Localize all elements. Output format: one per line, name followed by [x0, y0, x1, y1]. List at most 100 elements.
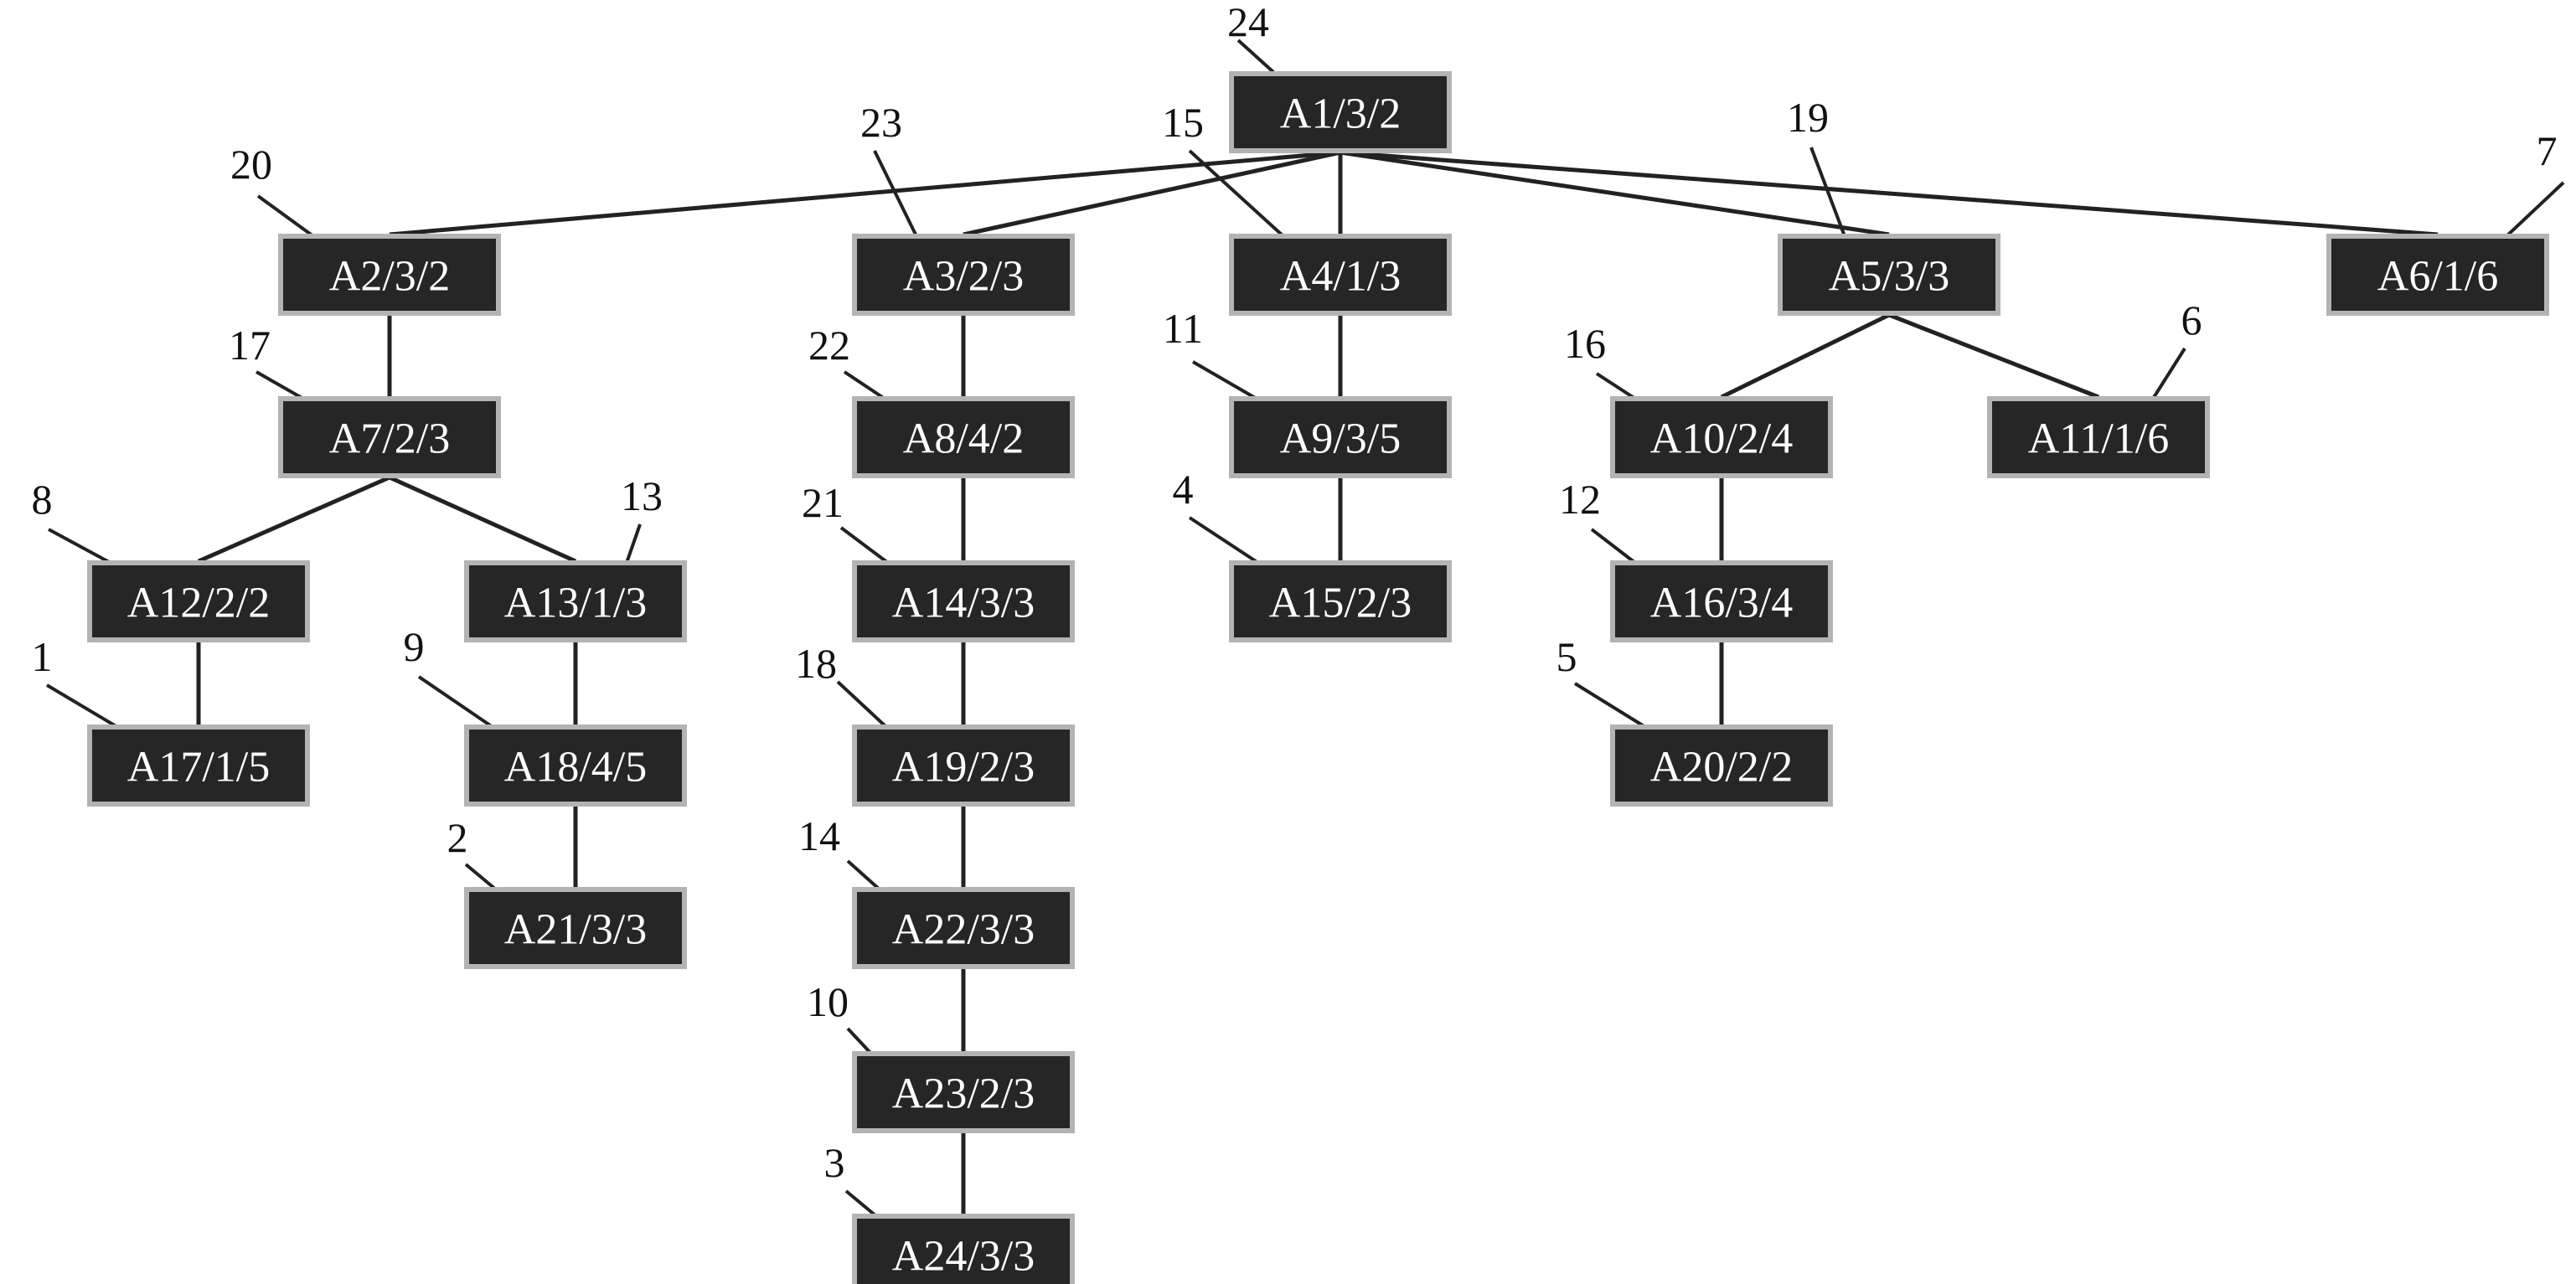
- edge-a1-a3: [963, 150, 1341, 237]
- node-label-a7: A7/2/3: [329, 415, 450, 463]
- node-label-a11: A11/1/6: [2028, 415, 2170, 463]
- leader-line-a22: [846, 859, 881, 891]
- order-label-a3: 23: [860, 99, 902, 146]
- node-a3: A3/2/3: [852, 234, 1075, 316]
- edge-a1-a5: [1340, 150, 1890, 237]
- node-box-a18: [464, 725, 687, 807]
- order-label-a17: 1: [32, 633, 53, 680]
- leader-line-a10: [1595, 372, 1637, 400]
- node-label-a9: A9/3/5: [1280, 415, 1401, 463]
- node-label-a24: A24/3/3: [892, 1233, 1035, 1281]
- order-label-a9: 11: [1163, 305, 1203, 352]
- leader-line-a24: [844, 1189, 878, 1218]
- order-label-a19: 18: [795, 640, 837, 687]
- leader-line-a1: [1236, 39, 1275, 74]
- leaders-layer: [45, 39, 2565, 1218]
- order-label-a24: 3: [824, 1139, 845, 1186]
- nodes-layer: A1/3/2A2/3/2 A3/2/3 A4/1/3 A5/3/3 A6/1/6A7/2…: [87, 71, 2549, 1284]
- order-label-a5: 19: [1787, 94, 1829, 141]
- node-box-a16: [1610, 560, 1833, 642]
- order-label-a11: 6: [2181, 297, 2202, 343]
- order-label-a20: 5: [1556, 633, 1577, 680]
- node-label-a2: A2/3/2: [329, 253, 450, 301]
- node-label-a22: A22/3/3: [892, 906, 1035, 954]
- edge-a5-a11: [1888, 312, 2099, 400]
- node-a11: A11/1/6: [1987, 396, 2210, 478]
- node-label-a19: A19/2/3: [892, 744, 1035, 792]
- order-label-a2: 20: [230, 141, 272, 188]
- order-label-a15: 4: [1173, 466, 1194, 513]
- leader-line-a14: [839, 526, 890, 565]
- leader-line-a16: [1590, 528, 1637, 565]
- node-box-a5: [1778, 234, 2000, 316]
- node-label-a1: A1/3/2: [1280, 90, 1401, 138]
- node-a2: A2/3/2: [278, 234, 501, 316]
- node-a4: A4/1/3: [1229, 234, 1452, 316]
- node-label-a3: A3/2/3: [903, 253, 1024, 301]
- node-a21: A21/3/3: [464, 887, 687, 969]
- node-box-a8: [852, 396, 1075, 478]
- leader-line-a9: [1191, 360, 1258, 400]
- node-a18: A18/4/5: [464, 725, 687, 807]
- edge-a7-a13: [388, 475, 577, 564]
- order-label-a13: 13: [621, 472, 663, 519]
- order-label-a6: 7: [2537, 127, 2558, 174]
- leader-line-a6: [2505, 181, 2565, 238]
- leader-line-a12: [48, 528, 111, 565]
- node-label-a16: A16/3/4: [1650, 580, 1793, 627]
- node-box-a19: [852, 725, 1075, 807]
- node-a15: A15/2/3: [1229, 560, 1452, 642]
- leader-line-a23: [846, 1027, 873, 1055]
- leader-line-a5: [1809, 147, 1846, 237]
- node-box-a9: [1229, 396, 1452, 478]
- node-label-a8: A8/4/2: [903, 415, 1024, 463]
- order-label-a23: 10: [807, 978, 849, 1025]
- node-box-a20: [1610, 725, 1833, 807]
- node-label-a4: A4/1/3: [1280, 253, 1401, 301]
- node-a10: A10/2/4: [1610, 396, 1833, 478]
- node-a5: A5/3/3: [1778, 234, 2000, 316]
- edges-layer: [196, 150, 2439, 1214]
- node-label-a18: A18/4/5: [504, 744, 647, 792]
- node-box-a17: [87, 725, 310, 807]
- node-box-a22: [852, 887, 1075, 969]
- leader-line-a19: [836, 680, 888, 729]
- node-label-a10: A10/2/4: [1650, 415, 1793, 463]
- order-label-a22: 14: [798, 812, 840, 859]
- leader-line-a15: [1188, 516, 1260, 565]
- leader-line-a3: [873, 150, 918, 237]
- node-a22: A22/3/3: [852, 887, 1075, 969]
- leader-line-a20: [1573, 682, 1647, 729]
- order-label-a12: 8: [32, 476, 53, 523]
- node-box-a6: [2326, 234, 2549, 316]
- node-box-a10: [1610, 396, 1833, 478]
- node-label-a23: A23/2/3: [892, 1070, 1035, 1118]
- node-a23: A23/2/3: [852, 1051, 1075, 1133]
- node-a9: A9/3/5: [1229, 396, 1452, 478]
- node-label-a20: A20/2/2: [1650, 744, 1793, 792]
- order-label-a8: 22: [808, 322, 850, 369]
- leader-line-a21: [464, 863, 498, 891]
- node-a16: A16/3/4: [1610, 560, 1833, 642]
- order-label-a14: 21: [802, 479, 844, 526]
- order-label-a4: 15: [1162, 99, 1204, 146]
- node-a20: A20/2/2: [1610, 725, 1833, 807]
- node-box-a11: [1987, 396, 2210, 478]
- order-label-a21: 2: [447, 814, 468, 861]
- leader-line-a13: [625, 523, 642, 564]
- node-box-a23: [852, 1051, 1075, 1133]
- node-box-a14: [852, 560, 1075, 642]
- node-box-a3: [852, 234, 1075, 316]
- node-label-a12: A12/2/2: [127, 580, 270, 627]
- edge-a1-a2: [389, 150, 1341, 237]
- order-label-a18: 9: [404, 623, 425, 670]
- node-box-a2: [278, 234, 501, 316]
- node-label-a13: A13/1/3: [504, 580, 647, 627]
- node-a6: A6/1/6: [2326, 234, 2549, 316]
- node-label-a14: A14/3/3: [892, 580, 1035, 627]
- node-box-a13: [464, 560, 687, 642]
- edge-a1-a6: [1340, 150, 2439, 237]
- leader-line-a18: [417, 675, 494, 729]
